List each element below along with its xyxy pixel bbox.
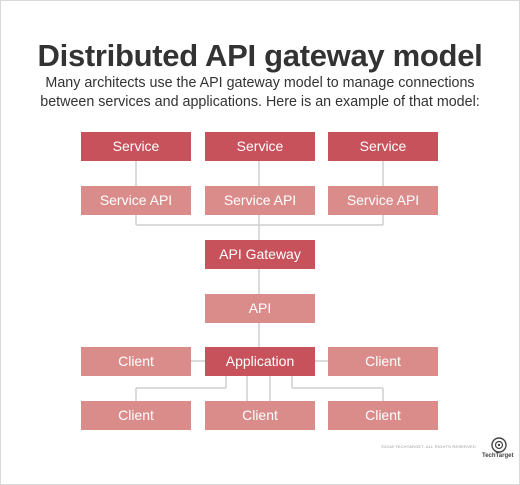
client-node-bottom-2: Client (205, 401, 315, 430)
brand-name: TechTarget (482, 453, 514, 459)
api-gateway-node: API Gateway (205, 240, 315, 269)
service-api-node-1: Service API (81, 186, 191, 215)
service-api-node-3: Service API (328, 186, 438, 215)
client-node-bottom-3: Client (328, 401, 438, 430)
techtarget-logo-icon (491, 437, 507, 453)
client-node-left: Client (81, 347, 191, 376)
application-node: Application (205, 347, 315, 376)
copyright-text: ©2018 TECHTARGET. ALL RIGHTS RESERVED (381, 444, 476, 449)
api-node: API (205, 294, 315, 323)
service-api-node-2: Service API (205, 186, 315, 215)
service-node-2: Service (205, 132, 315, 161)
service-node-3: Service (328, 132, 438, 161)
diagram-subtitle: Many architects use the API gateway mode… (40, 75, 480, 110)
service-node-1: Service (81, 132, 191, 161)
diagram-title: Distributed API gateway model (37, 38, 483, 73)
client-node-bottom-1: Client (81, 401, 191, 430)
client-node-right: Client (328, 347, 438, 376)
